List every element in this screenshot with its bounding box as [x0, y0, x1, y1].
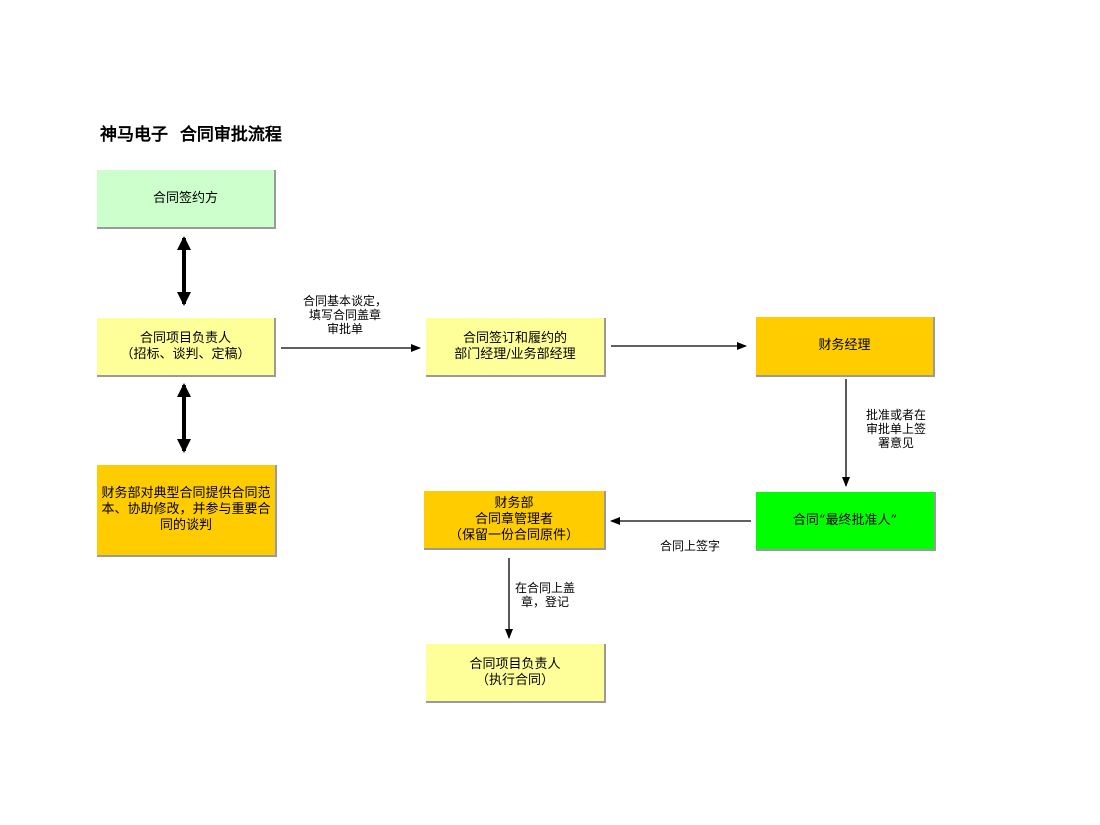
node-signing-department: 合同签订和履约的 部门经理/业务部经理	[426, 318, 606, 377]
page-title: 神马电子 合同审批流程	[100, 125, 282, 145]
node-seal-keeper: 财务部 合同章管理者 （保留一份合同原件）	[424, 491, 606, 550]
node-finance-manager: 财务经理	[756, 317, 935, 377]
node-project-lead-execute: 合同项目负责人 （执行合同）	[426, 644, 606, 703]
edge-label-lead-to-dept: 合同基本谈定， 填写合同盖章 审批单	[302, 294, 387, 336]
edge-label-approver-to-seal: 合同上签字	[659, 539, 720, 553]
node-contract-party: 合同签约方	[97, 170, 276, 229]
node-finance-templates: 财务部对典型合同提供合同范本、协助修改，并参与重要合同的谈判	[97, 465, 277, 557]
edge-label-manager-to-approver: 批准或者在 审批单上签 署意见	[865, 408, 926, 450]
node-final-approver: 合同“最终批准人”	[756, 492, 936, 551]
node-project-lead: 合同项目负责人 （招标、谈判、定稿）	[97, 318, 276, 377]
edge-label-seal-to-execute: 在合同上盖 章，登记	[514, 581, 575, 609]
